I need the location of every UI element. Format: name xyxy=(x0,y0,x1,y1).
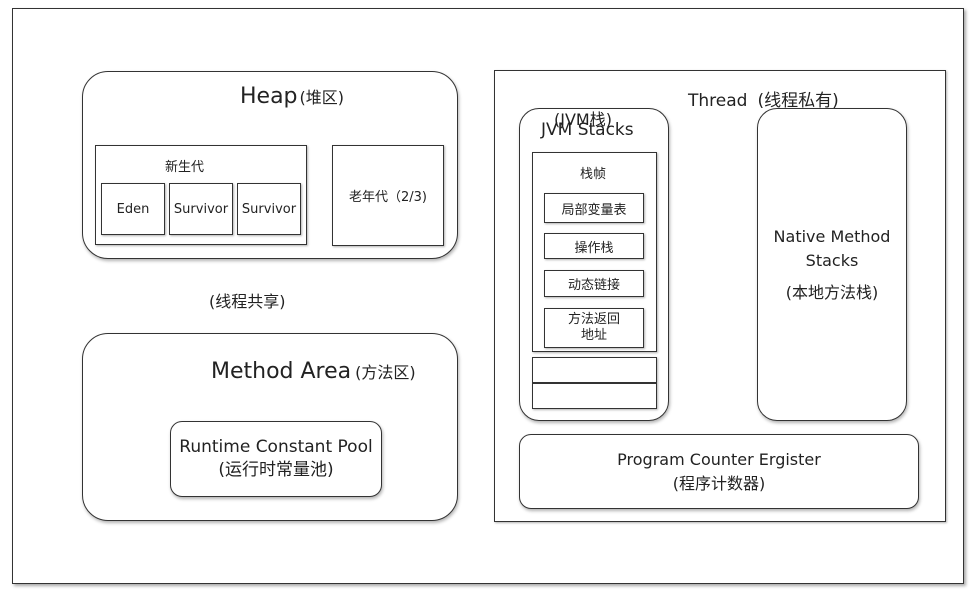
thread-title: Thread(线程私有) xyxy=(688,91,839,111)
native-method-stacks-box: Native Method Stacks (本地方法栈) xyxy=(757,108,907,421)
eden-box: Eden xyxy=(101,183,165,235)
runtime-constant-pool-label: Runtime Constant Pool xyxy=(179,437,373,457)
method-area-title: Method Area(方法区) xyxy=(211,359,416,384)
jvm-stacks-title: JVM Stacks xyxy=(541,120,634,140)
dynamic-linking-box: 动态链接 xyxy=(544,270,644,297)
survivor-box-1: Survivor xyxy=(169,183,233,235)
local-variable-table-box: 局部变量表 xyxy=(544,193,644,223)
old-generation-box: 老年代（2/3) xyxy=(332,145,444,246)
native-method-label: Native Method xyxy=(773,226,891,246)
heap-title: Heap(堆区) xyxy=(240,84,345,109)
runtime-constant-pool-cn-label: (运行时常量池) xyxy=(218,460,334,480)
survivor-box-2: Survivor xyxy=(237,183,301,235)
program-counter-box: Program Counter Ergister (程序计数器) xyxy=(519,434,919,509)
stack-frame-label: 栈帧 xyxy=(580,167,607,182)
native-method-cn-label: (本地方法栈) xyxy=(785,282,879,302)
thread-shared-label: (线程共享) xyxy=(209,292,286,311)
native-stacks-label: Stacks xyxy=(805,250,859,270)
program-counter-label: Program Counter Ergister xyxy=(617,449,821,469)
young-generation-label: 新生代 xyxy=(165,160,205,175)
stack-slot-2 xyxy=(532,383,657,409)
return-address-box: 方法返回 地址 xyxy=(544,308,644,348)
jvm-stacks-cn-label: (JVM栈) xyxy=(554,110,612,129)
runtime-constant-pool-box: Runtime Constant Pool (运行时常量池) xyxy=(170,421,382,497)
stack-slot-1 xyxy=(532,357,657,383)
program-counter-cn-label: (程序计数器) xyxy=(672,473,766,493)
operand-stack-box: 操作栈 xyxy=(544,233,644,259)
